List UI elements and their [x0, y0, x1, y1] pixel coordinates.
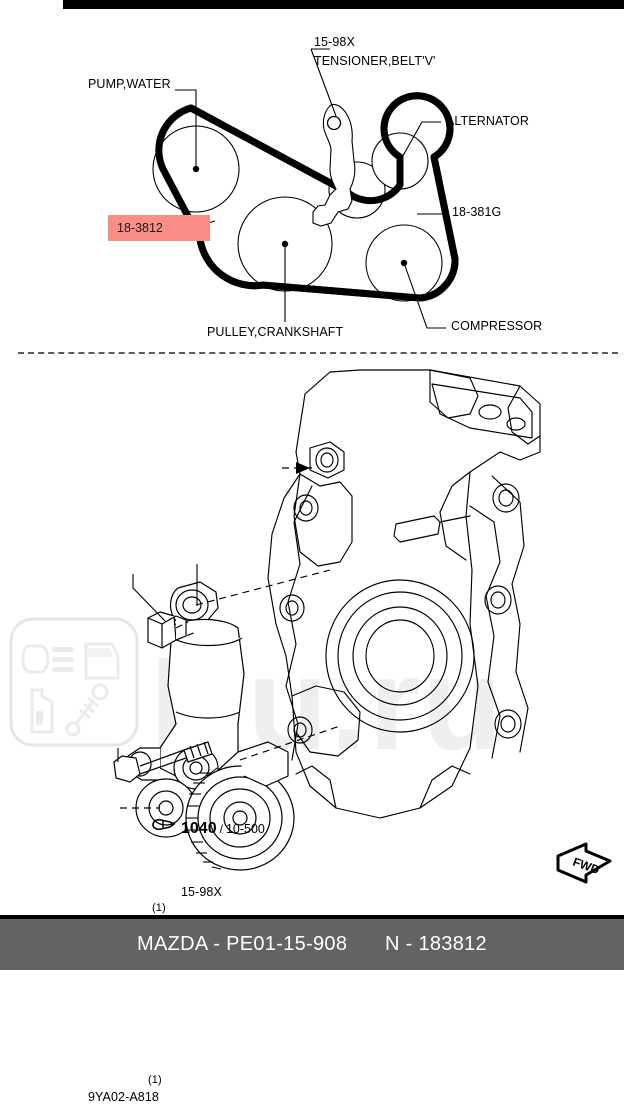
oil-bottle-icon: [30, 688, 54, 734]
top-border-rule: [63, 0, 624, 9]
footer-ref-prefix: N: [385, 933, 400, 955]
leader-dots: [192, 157, 408, 267]
watermark-logo: [9, 617, 139, 747]
footer-dash-1: -: [213, 933, 221, 955]
footer-brand-and-part: MAZDA - PE01-15-908 N - 183812: [137, 933, 487, 956]
callout-nut-quantity: (1): [152, 902, 166, 914]
torque-value-alternate: 10-500: [225, 822, 265, 836]
tensioner-pivot-hole: [326, 115, 342, 131]
dowel-pin: [393, 515, 471, 543]
label-pulley-crankshaft: PULLEY,CRANKSHAFT: [207, 325, 344, 339]
label-compressor: COMPRESSOR: [451, 319, 543, 333]
belt-routing-illustration: [152, 48, 459, 329]
upper-mount-bracket: [431, 383, 533, 439]
fwd-orientation-arrow: FWD: [556, 842, 612, 884]
cover-ribs-right: [469, 475, 529, 759]
crank-seal-boss: [325, 579, 475, 733]
car-door-icon: [84, 642, 120, 680]
oil-bottle-label: [36, 711, 43, 725]
footer-brand: MAZDA: [137, 933, 208, 955]
footer-part-number: PE01-15-908: [226, 933, 348, 955]
headlight-beam-2: [52, 657, 74, 662]
part-leader-lines: [117, 564, 198, 762]
label-tensioner-part-number: 15-98X: [314, 35, 355, 49]
callout-bolt-part-number: 9YA02-A818: [88, 1090, 159, 1104]
headlight-beam-1: [52, 647, 74, 652]
callout-tensioner-part-number: 15-98X: [181, 885, 222, 899]
torque-callout-arrowhead: [296, 462, 310, 474]
label-alternator: ALTERNATOR: [446, 114, 529, 128]
footer-ref-number: 183812: [418, 933, 487, 955]
footer-bar: MAZDA - PE01-15-908 N - 183812: [0, 915, 624, 970]
engine-cover-illustration: [113, 369, 541, 871]
timing-cover-body: [267, 369, 541, 819]
label-tensioner-name: TENSIONER,BELT'V': [314, 54, 436, 68]
label-pump-water: PUMP,WATER: [88, 77, 171, 91]
callout-bolt-quantity: (1): [148, 1074, 162, 1086]
leader-lines: [175, 48, 447, 329]
torque-wrench-icon: [152, 818, 176, 831]
shock-absorber-icon: [65, 683, 109, 737]
watermark-logo-frame: [9, 617, 139, 747]
tensioner-mount-tab: [309, 441, 345, 479]
footer-dash-2: -: [405, 933, 413, 955]
flange-bolt: [113, 741, 213, 783]
panel-divider: [18, 352, 618, 354]
highlighted-part-number-text: 18-3812: [117, 221, 163, 235]
headlight-icon: [21, 644, 50, 674]
pulley-rib-teeth: [186, 767, 222, 870]
fwd-arrow-shape: [556, 842, 612, 884]
belt-routing-panel: PUMP,WATER 15-98X TENSIONER,BELT'V' ALTE…: [0, 9, 624, 352]
flange-nut: [147, 611, 187, 649]
label-belt-18-381g: 18-381G: [452, 205, 502, 219]
tensioner-bracket-outline: [312, 103, 356, 227]
torque-spec-callout: 1040 / 10-500: [150, 817, 265, 838]
engine-exploded-panel: 1040 / 10-500 15-98X (1) 99940-0801 (1) …: [0, 356, 624, 1104]
torque-separator: /: [219, 822, 223, 836]
car-door-window: [88, 648, 114, 657]
torque-value-primary: 1040: [181, 820, 217, 837]
highlighted-part-number-18-3812[interactable]: 18-3812: [108, 215, 210, 241]
cover-ribs-left: [279, 485, 319, 761]
headlight-beam-3: [52, 667, 74, 672]
